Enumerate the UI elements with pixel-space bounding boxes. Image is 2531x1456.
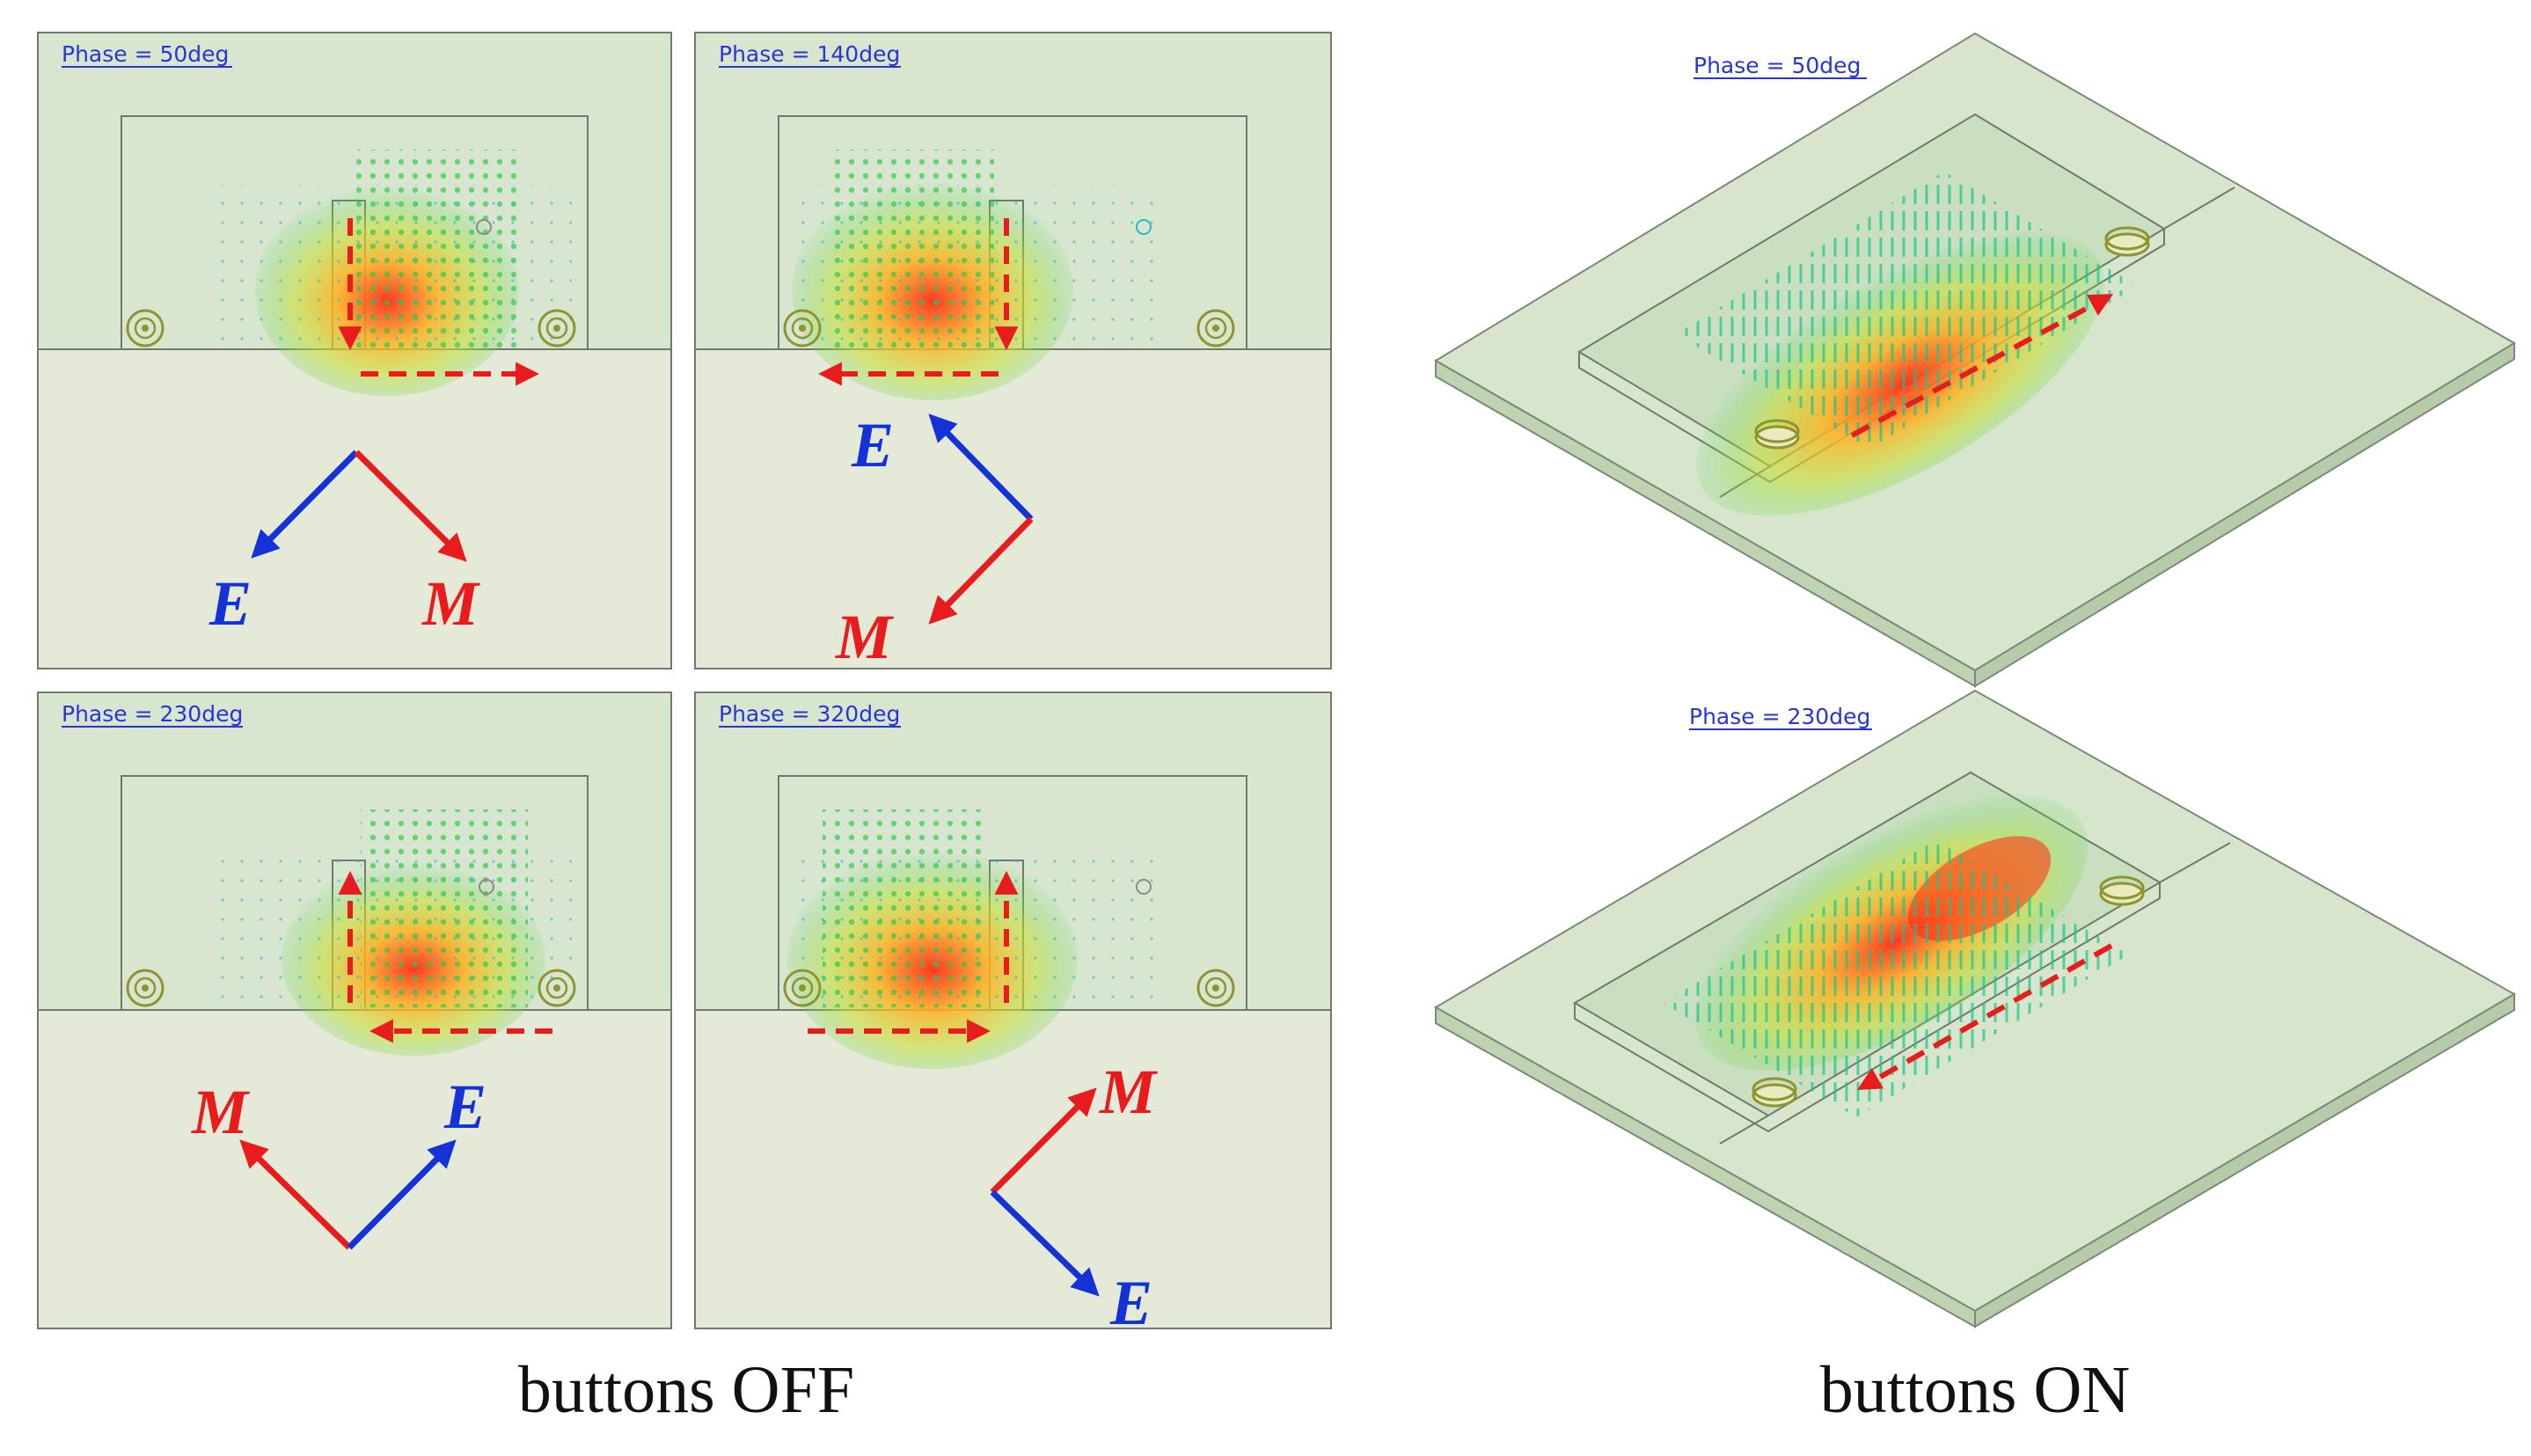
cavity-outline — [121, 115, 589, 349]
panel-lower-region — [38, 349, 671, 669]
button-icon — [1196, 309, 1235, 348]
caption-buttons-off: buttons OFF — [518, 1353, 854, 1427]
button-icon — [2104, 226, 2150, 257]
button-icon — [126, 309, 165, 348]
panel-border — [694, 32, 1332, 669]
e-field-arrow — [990, 1189, 1100, 1297]
m-field-arrow — [928, 516, 1034, 625]
e-field-label: E — [443, 1072, 486, 1142]
cavity-outline — [121, 775, 589, 1010]
m-field-arrow — [239, 1139, 352, 1250]
button-icon — [783, 309, 822, 348]
button-icon — [2099, 875, 2145, 906]
button-icon — [1754, 419, 1800, 450]
button-icon — [1196, 969, 1235, 1007]
phase-label: Phase = 230deg — [1689, 704, 1870, 729]
e-field-arrow — [928, 413, 1034, 522]
phase-label: Phase = 50deg — [1693, 53, 1861, 78]
board-edge — [1974, 341, 2515, 688]
button-icon — [538, 969, 576, 1007]
panel-phase-320: Phase = 320deg M E — [694, 691, 1332, 1338]
button-icon — [783, 969, 822, 1007]
cavity-outline — [778, 775, 1247, 1010]
field-vector-grid-fine — [792, 185, 1161, 348]
panel-lower-region — [38, 1010, 671, 1328]
button-icon — [1752, 1077, 1797, 1108]
panel-phase-50: Phase = 50deg E M — [37, 32, 672, 669]
phase-label: Phase = 230deg — [62, 701, 243, 727]
panel-on-phase-50: Phase = 50deg — [1434, 32, 2516, 688]
field-vector-grid — [1676, 172, 2138, 449]
current-arrow — [1856, 943, 2113, 1090]
field-vector-grid-fine — [220, 845, 572, 1007]
probe-icon — [1136, 219, 1152, 235]
probe-icon — [479, 879, 494, 895]
panel-lower-region — [695, 349, 1331, 669]
panel-phase-230: Phase = 230deg M E — [37, 691, 672, 1329]
board-edge — [1974, 992, 2515, 1328]
field-vector-grid-fine — [220, 185, 572, 348]
phase-label: Phase = 140deg — [719, 41, 900, 67]
e-field-label: E — [208, 568, 252, 639]
e-field-label: E — [851, 410, 894, 480]
m-field-label: M — [191, 1077, 251, 1147]
phase-label: Phase = 320deg — [719, 701, 900, 727]
cavity-outline — [778, 115, 1247, 349]
m-field-label: M — [1099, 1057, 1159, 1127]
m-field-arrow — [990, 1087, 1097, 1195]
e-field-label: E — [1109, 1268, 1152, 1338]
field-vector-grid — [1663, 840, 2129, 1117]
field-vector-grid-fine — [792, 845, 1161, 1007]
m-field-label: M — [835, 602, 895, 672]
button-icon — [126, 969, 165, 1007]
e-field-arrow — [347, 1139, 457, 1250]
phase-label: Phase = 50deg — [62, 41, 229, 67]
caption-buttons-on: buttons ON — [1820, 1353, 2131, 1427]
probe-icon — [1136, 879, 1152, 895]
panel-border — [37, 32, 672, 669]
current-arrow — [1850, 294, 2114, 438]
probe-icon — [476, 219, 492, 235]
panel-phase-140: Phase = 140deg E M — [694, 32, 1332, 672]
m-field-label: M — [421, 568, 481, 639]
e-field-arrow — [251, 450, 359, 559]
m-field-arrow — [354, 450, 467, 562]
button-icon — [538, 309, 576, 348]
panel-on-phase-230: Phase = 230deg — [1433, 689, 2517, 1328]
